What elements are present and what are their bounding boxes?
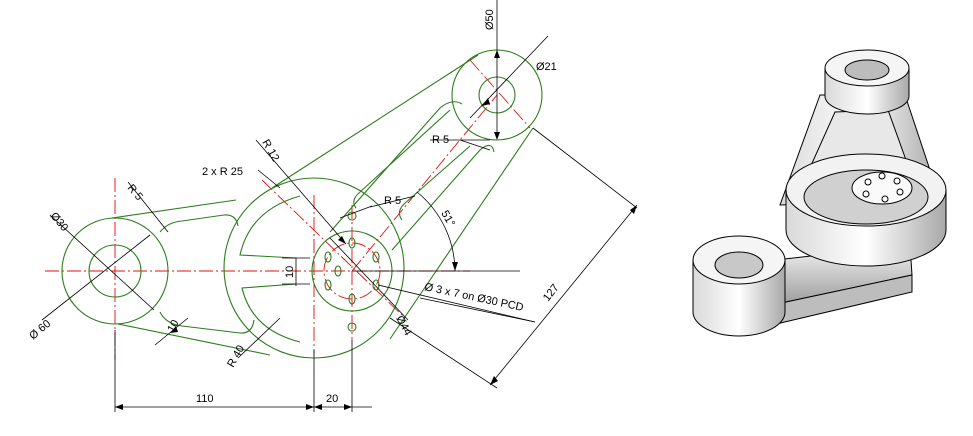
dim-20: 20 bbox=[326, 393, 338, 405]
dim-d50: Ø50 bbox=[484, 9, 496, 30]
part-outline bbox=[61, 49, 543, 359]
dim-10-left: 10 bbox=[165, 318, 182, 335]
isometric-render bbox=[692, 49, 947, 337]
dim-d44: Ø44 bbox=[393, 314, 413, 338]
dim-r12: R 12 bbox=[259, 138, 281, 164]
left-boss-bore bbox=[88, 244, 142, 298]
center-lines bbox=[45, 59, 531, 360]
dim-d60: Ø 60 bbox=[27, 318, 53, 343]
dim-r5-mid: R 5 bbox=[384, 195, 401, 207]
dim-r40: R 40 bbox=[225, 343, 247, 369]
dim-angle-51: 51° bbox=[438, 209, 457, 229]
dimension-lines bbox=[41, 0, 638, 412]
dim-d21: Ø21 bbox=[536, 61, 557, 73]
dim-10-center: 10 bbox=[284, 266, 296, 278]
dimension-labels: Ø50 Ø21 R 5 2 x R 25 R 12 R 5 Ø30 R 5 51… bbox=[27, 9, 561, 405]
dim-2xr25: 2 x R 25 bbox=[202, 166, 243, 178]
dim-r5-top: R 5 bbox=[432, 134, 449, 146]
dim-110: 110 bbox=[196, 393, 214, 405]
